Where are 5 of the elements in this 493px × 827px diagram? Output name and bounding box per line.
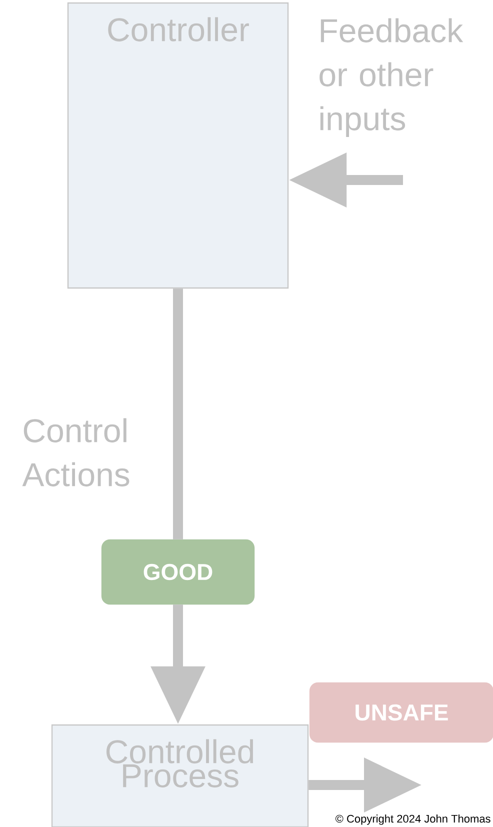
copyright-note: © Copyright 2024 John Thomas (336, 814, 490, 825)
status-badge: UNSAFE (309, 682, 493, 743)
status-badge: GOOD (101, 539, 255, 605)
edge-label: Control Actions (22, 418, 130, 486)
edge-label: Feedback or other inputs (320, 18, 464, 137)
